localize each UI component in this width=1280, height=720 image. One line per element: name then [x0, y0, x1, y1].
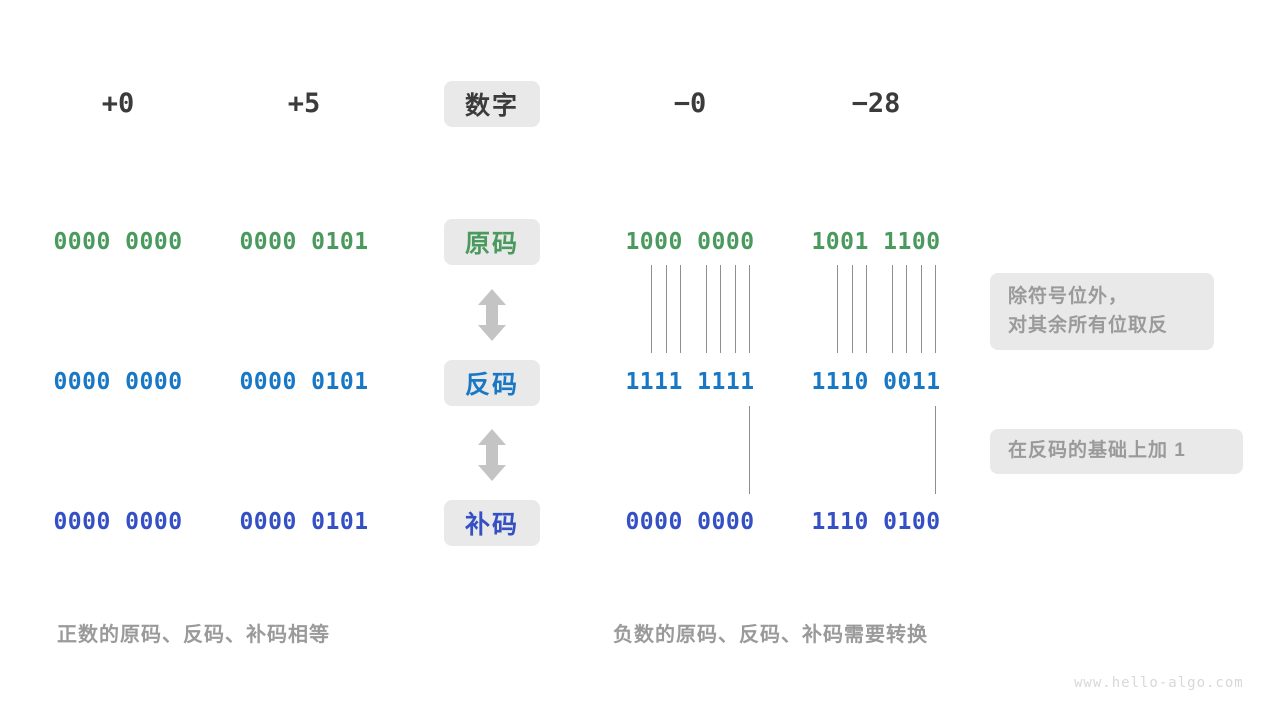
header-row-label-chip: 数字	[444, 81, 540, 127]
row-label-chip-fanma: 反码	[444, 360, 540, 406]
connector-invert-neg-zero-bit3	[666, 265, 667, 353]
fanma-neg-twentyeight-bits: 1110 0011	[811, 369, 941, 395]
header-col-neg-twentyeight: −28	[851, 88, 901, 119]
connector-invert-neg-twentyeight-bit6	[906, 265, 907, 353]
connector-addone-neg-twentyeight-bit8	[935, 406, 936, 494]
fanma-pos-zero-bits: 0000 0000	[53, 369, 183, 395]
row-label-text-buma: 补码	[464, 511, 519, 539]
note-invert-bits-line-2: 对其余所有位取反	[1008, 314, 1169, 336]
up-down-arrow-icon-yuanma-fanma	[475, 288, 509, 342]
connector-invert-neg-twentyeight-bit5	[892, 265, 893, 353]
row-label-text-fanma: 反码	[464, 371, 519, 399]
watermark: www.hello-algo.com	[1074, 675, 1244, 691]
yuanma-neg-twentyeight-bits: 1001 1100	[811, 229, 941, 255]
note-add-one: 在反码的基础上加 1	[990, 429, 1243, 474]
connector-invert-neg-twentyeight-bit8	[935, 265, 936, 353]
note-add-one-line-1: 在反码的基础上加 1	[1008, 440, 1186, 462]
connector-invert-neg-zero-bit2	[651, 265, 652, 353]
note-invert-bits: 除符号位外， 对其余所有位取反	[990, 273, 1214, 350]
connector-invert-neg-zero-bit4	[680, 265, 681, 353]
header-col-pos-five: +5	[287, 88, 321, 119]
yuanma-pos-five-bits: 0000 0101	[239, 229, 369, 255]
row-label-text-yuanma: 原码	[464, 230, 519, 258]
caption-negative: 负数的原码、反码、补码需要转换	[613, 624, 928, 646]
buma-pos-five-bits: 0000 0101	[239, 509, 369, 535]
connector-addone-neg-zero-bit8	[749, 406, 750, 494]
buma-pos-zero-bits: 0000 0000	[53, 509, 183, 535]
row-label-chip-buma: 补码	[444, 500, 540, 546]
connector-invert-neg-zero-bit6	[720, 265, 721, 353]
row-label-chip-yuanma: 原码	[444, 219, 540, 265]
fanma-pos-five-bits: 0000 0101	[239, 369, 369, 395]
buma-neg-zero-bits: 0000 0000	[625, 509, 755, 535]
connector-invert-neg-twentyeight-bit4	[866, 265, 867, 353]
connector-invert-neg-twentyeight-bit2	[837, 265, 838, 353]
caption-positive: 正数的原码、反码、补码相等	[57, 624, 330, 646]
connector-invert-neg-twentyeight-bit7	[921, 265, 922, 353]
up-down-arrow-icon-fanma-buma	[475, 428, 509, 482]
connector-invert-neg-zero-bit7	[735, 265, 736, 353]
connector-invert-neg-zero-bit8	[749, 265, 750, 353]
yuanma-pos-zero-bits: 0000 0000	[53, 229, 183, 255]
header-row-label-text: 数字	[464, 92, 519, 120]
header-col-pos-zero: +0	[101, 88, 135, 119]
fanma-neg-zero-bits: 1111 1111	[625, 369, 755, 395]
connector-invert-neg-zero-bit5	[706, 265, 707, 353]
connector-invert-neg-twentyeight-bit3	[852, 265, 853, 353]
note-invert-bits-line-1: 除符号位外，	[1008, 286, 1129, 307]
header-col-neg-zero: −0	[673, 88, 707, 119]
yuanma-neg-zero-bits: 1000 0000	[625, 229, 755, 255]
buma-neg-twentyeight-bits: 1110 0100	[811, 509, 941, 535]
